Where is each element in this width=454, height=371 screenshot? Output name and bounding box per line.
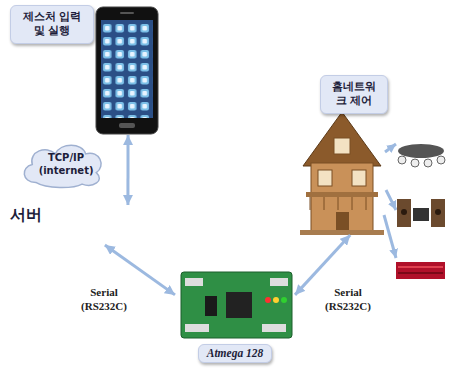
house-picture bbox=[318, 170, 332, 186]
link-label: Serial (RS232C) bbox=[318, 286, 378, 314]
speaker-picture bbox=[401, 209, 407, 215]
ceiling-light-picture bbox=[398, 144, 445, 167]
speaker-picture bbox=[397, 199, 445, 227]
ceiling-light-picture bbox=[437, 156, 445, 164]
link-label: Serial (RS232C) bbox=[74, 286, 134, 314]
board-picture bbox=[265, 297, 271, 303]
house-picture bbox=[336, 212, 349, 231]
house-picture bbox=[366, 197, 367, 210]
ceiling-light-picture bbox=[398, 156, 406, 164]
server-box: 서버 bbox=[10, 205, 42, 224]
appliance-picture bbox=[396, 262, 445, 279]
network-cloud: TCP/IP (internet) bbox=[18, 140, 107, 189]
smartphone-picture bbox=[119, 123, 135, 128]
board-picture bbox=[185, 278, 203, 286]
ceiling-light-picture bbox=[411, 159, 419, 167]
board-picture bbox=[181, 272, 292, 338]
house-picture bbox=[300, 112, 384, 235]
chip-tag: Atmega 128 bbox=[198, 344, 273, 363]
cloud-outline bbox=[24, 145, 101, 187]
house-picture bbox=[303, 112, 381, 166]
speaker-picture bbox=[397, 199, 411, 227]
device-arrows bbox=[384, 215, 396, 258]
board-picture bbox=[205, 296, 217, 316]
smartphone-picture bbox=[101, 20, 153, 118]
house-picture bbox=[310, 197, 311, 210]
board-picture bbox=[181, 272, 292, 338]
speaker-picture bbox=[435, 209, 441, 215]
smartphone-picture bbox=[96, 7, 158, 134]
house-picture bbox=[334, 138, 350, 154]
smartphone-picture bbox=[120, 12, 134, 14]
house-picture bbox=[300, 230, 384, 235]
smartphone-picture bbox=[96, 7, 158, 134]
smartphone-picture bbox=[101, 20, 153, 118]
board-picture bbox=[226, 292, 252, 318]
speaker-picture bbox=[431, 199, 445, 227]
node-region: 제스처 입력 및 실행 bbox=[10, 5, 160, 135]
appliance-picture bbox=[398, 272, 443, 274]
caption-tag: 홈네트워크 제어 bbox=[320, 75, 388, 114]
house-picture bbox=[352, 197, 353, 210]
device-arrows bbox=[385, 144, 396, 152]
ceiling-light-picture bbox=[398, 144, 444, 158]
board-picture bbox=[281, 297, 287, 303]
ceiling-light-picture bbox=[424, 159, 432, 167]
server-box: 서버 bbox=[10, 205, 275, 245]
link-arrow bbox=[295, 235, 350, 295]
node-region: 홈네트워크 제어 bbox=[298, 75, 388, 235]
house-picture bbox=[352, 170, 366, 186]
house-picture bbox=[338, 197, 339, 210]
device-arrows bbox=[384, 144, 396, 258]
caption-tag: 제스처 입력 및 실행 bbox=[10, 5, 94, 44]
board-picture bbox=[262, 324, 286, 332]
board-picture bbox=[273, 297, 279, 303]
appliance-picture bbox=[398, 266, 443, 268]
appliance-picture bbox=[396, 262, 445, 279]
link-arrow bbox=[126, 135, 129, 205]
speaker-picture bbox=[413, 208, 429, 221]
node-region: Atmega 128 bbox=[175, 268, 295, 364]
network-cloud: TCP/IP (internet) bbox=[35, 152, 97, 177]
house-picture bbox=[324, 197, 325, 210]
house-picture bbox=[306, 192, 378, 197]
board-picture bbox=[185, 324, 209, 332]
board-picture bbox=[270, 278, 288, 286]
device-arrows bbox=[386, 190, 396, 210]
